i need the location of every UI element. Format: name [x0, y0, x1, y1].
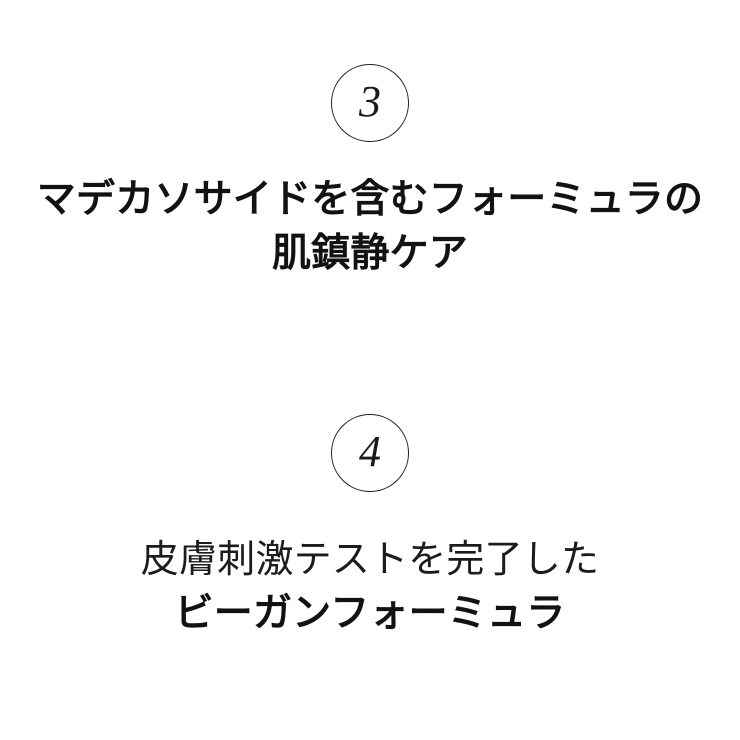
step-badge-3: 3 — [331, 64, 409, 142]
feature-text-block-3: マデカソサイドを含むフォーミュラの 肌鎮静ケア — [0, 173, 740, 281]
step-number-4: 4 — [359, 427, 381, 476]
step-badge-4: 4 — [331, 414, 409, 492]
feature-line-3-1: マデカソサイドを含むフォーミュラの — [36, 178, 704, 221]
feature-line-4-1: 皮膚刺激テストを完了した — [140, 539, 600, 581]
feature-line-4-2: ビーガンフォーミュラ — [174, 592, 566, 635]
feature-line-3-2: 肌鎮静ケア — [271, 232, 468, 275]
step-number-3: 3 — [359, 77, 381, 126]
feature-text-block-4: 皮膚刺激テストを完了した ビーガンフォーミュラ — [0, 533, 740, 641]
